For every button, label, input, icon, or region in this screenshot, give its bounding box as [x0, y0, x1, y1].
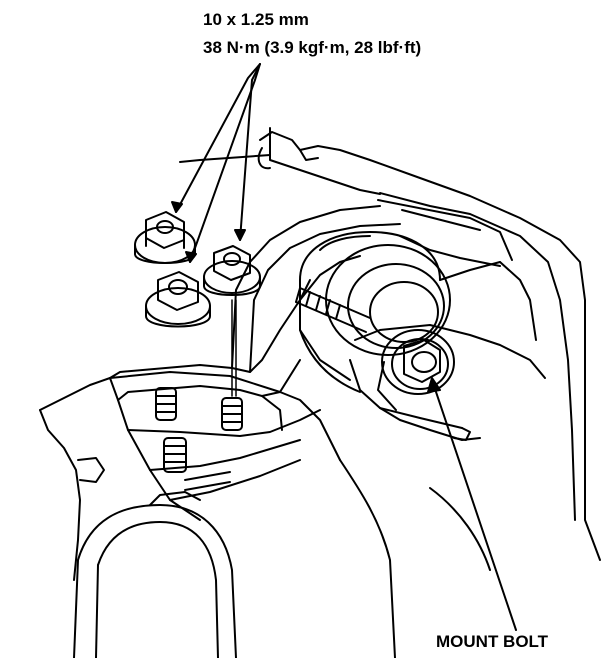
through-stud	[296, 288, 370, 332]
flange-nut-3	[146, 272, 210, 327]
mount-bolt-label: MOUNT BOLT	[436, 632, 549, 651]
flange-nut-1	[135, 212, 195, 263]
mount-body	[300, 232, 500, 392]
mount-bracket	[110, 206, 400, 500]
alignment-lines	[232, 300, 236, 396]
lower-pipe	[74, 460, 490, 658]
lower-housing	[40, 372, 340, 580]
fastener-size-label: 10 x 1.25 mm	[203, 10, 309, 29]
mount-bolt-leader	[428, 378, 516, 630]
stud-2	[222, 398, 242, 430]
mount-bolt-head	[378, 330, 454, 410]
mount-arm	[350, 200, 545, 440]
torque-leader-lines	[172, 64, 260, 262]
stud-3	[164, 438, 186, 472]
flange-nut-2	[204, 246, 260, 295]
torque-spec-label: 38 N·m (3.9 kgf·m, 28 lbf·ft)	[203, 38, 422, 57]
stud-1	[156, 388, 176, 420]
